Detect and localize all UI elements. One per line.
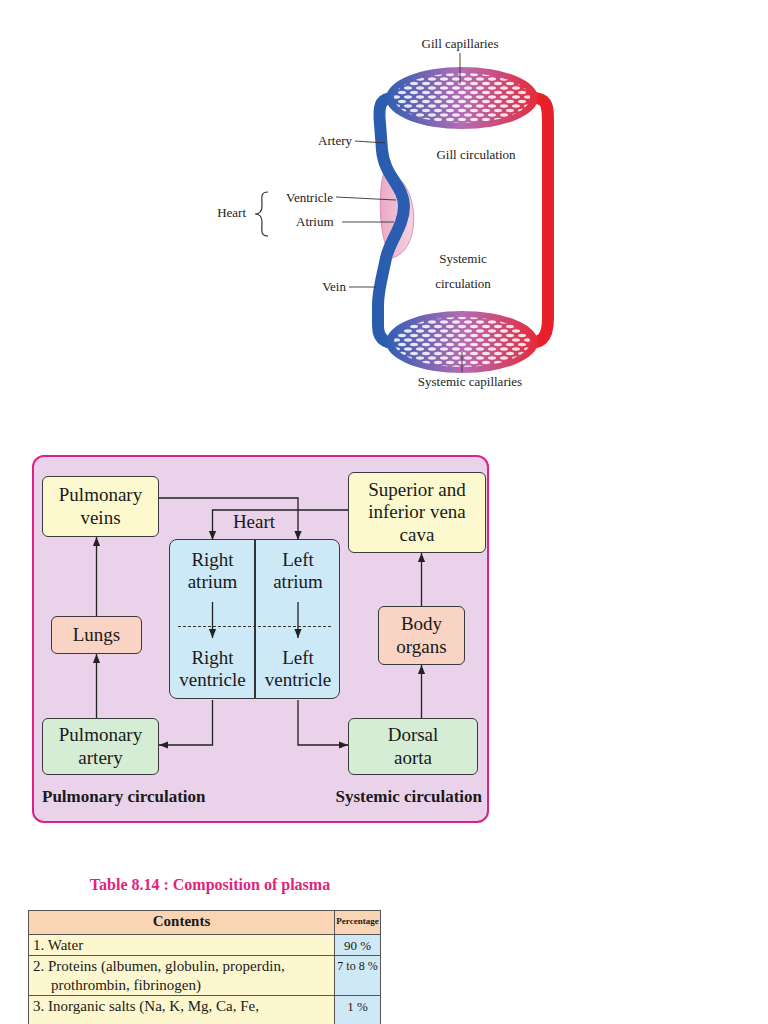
flow-arrow [297,602,298,638]
callout-label: Vein [296,279,346,295]
callout-label: Atrium [296,214,356,230]
node-text: Left atrium [259,549,337,593]
node-text: Pulmonary artery [49,724,152,769]
node-text: Heart [170,511,338,534]
flow-arrow [159,700,213,745]
flow-arrow [421,553,422,606]
region-label: Systemic circulation [420,246,506,297]
heart-chamber: Right ventricle [170,638,255,700]
callout-label: Gill capillaries [400,36,520,52]
flow-arrow [212,602,213,638]
node-text: Right atrium [174,549,251,593]
table-header-cell: Percentage [334,910,381,935]
systemic-capillary-bed [386,311,538,373]
vessel-loop [378,98,548,343]
callout-label: Ventricle [286,190,358,206]
organ-box: Body organs [378,606,465,665]
node-text: Right ventricle [174,647,251,691]
node-text: Lungs [73,624,121,646]
table-cell: 2. Proteins (albumen, globulin, properdi… [28,955,335,996]
callout-label: Systemic capillaries [390,374,550,390]
heart-brace [255,192,268,236]
flow-arrow [96,537,97,616]
circulation-panel: Pulmonary circulation Systemic circulatio… [32,455,489,823]
table-caption: Table 8.14 : Composition of plasma [30,875,390,894]
table-cell: 1. Water [28,934,335,956]
vessel-box: Superior and inferior vena cava [348,472,486,553]
table-cell: 1 % [334,995,381,1024]
gill-capillary-bed [386,67,538,129]
heart-chamber: Right atrium [170,540,255,602]
flow-arrow [213,510,349,540]
heart-dashed-divider [178,626,331,627]
flow-arrow [159,498,298,540]
heart-chamber: Left atrium [255,540,341,602]
vessel-box: Pulmonary veins [42,476,159,537]
node-text: Systemic circulation [280,787,482,807]
flow-arrow [96,654,97,718]
node-text: Body organs [385,613,458,658]
callout-label: Artery [296,133,352,149]
node-text: Pulmonary veins [49,484,152,529]
region-label: Gill circulation [434,142,518,167]
table-cell: 90 % [334,934,381,956]
fish-circulation-illustration [0,0,768,420]
node-text: Dorsal aorta [369,724,457,769]
table-cell: 7 to 8 % [334,955,381,996]
flow-arrow [298,700,348,745]
vessel-box: Dorsal aorta [348,718,478,775]
flow-arrow [421,665,422,718]
callout-label: Heart [190,205,246,221]
table-cell: 3. Inorganic salts (Na, K, Mg, Ca, Fe, [28,995,335,1024]
organ-box: Lungs [51,616,142,654]
node-text: Pulmonary circulation [42,787,262,807]
vessel-box: Pulmonary artery [42,718,159,775]
heart-box: HeartRight atriumLeft atriumRight ventri… [169,539,340,699]
heart-chamber: Left ventricle [255,638,341,700]
heart-divider [254,540,256,698]
leader-lines [336,53,462,372]
node-text: Left ventricle [259,647,337,691]
table-header-cell: Contents [28,910,335,935]
node-text: Superior and inferior vena cava [355,479,479,546]
